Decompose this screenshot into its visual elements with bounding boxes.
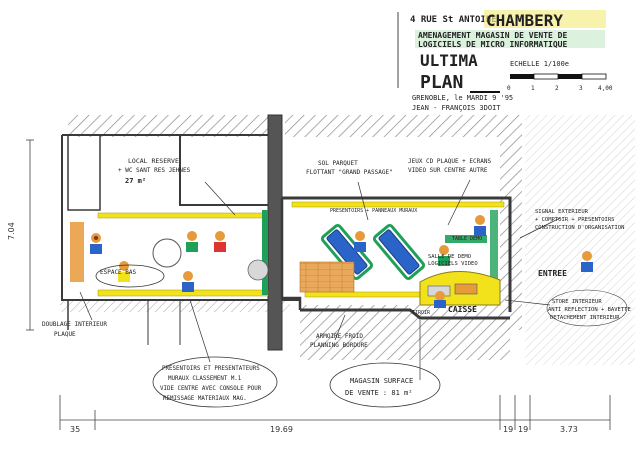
label-signal-3: CONSTRUCTION D'ORGANISATION <box>535 225 624 231</box>
scale-mark-2: 2 <box>555 85 559 92</box>
label-store: STORE INTERIEUR <box>552 299 602 305</box>
label-signal-2: + COMPTOIR + PRESENTOIRS <box>535 217 614 223</box>
dimension-lines <box>26 139 611 430</box>
cashier-counter <box>419 235 501 306</box>
figure-4 <box>182 271 194 292</box>
label-armoire: ARMOIRE FROID <box>316 333 363 340</box>
dim-height-left: 7.04 <box>7 222 16 240</box>
label-presentoirs-top: PRESENTOIRS + PANNEAUX MURAUX <box>330 208 417 214</box>
scale-bar: 0 1 2 3 4,00 <box>507 73 613 92</box>
title-address: 4 RUE St ANTOINE <box>410 15 497 25</box>
callout-store <box>546 289 628 327</box>
label-sol-parquet-2: FLOTTANT "GRAND PASSAGE" <box>306 169 393 176</box>
label-local-reserve-area: 27 m² <box>125 177 146 185</box>
figure-9 <box>581 251 593 272</box>
label-jeux-cd-2: VIDEO SUR CENTRE AUTRE <box>408 167 488 174</box>
title-brand: ULTIMA <box>420 51 478 70</box>
label-salle-demo-2: LOGICIELS VIDEO <box>428 261 478 267</box>
title-place-date: GRENOBLE, le MARDI 9 '95 <box>412 94 513 102</box>
scale-mark-3: 3 <box>579 85 583 92</box>
title-scale: ECHELLE 1/100e <box>510 60 569 68</box>
label-table-demo: TABLE DEMO <box>452 236 482 242</box>
dim-bottom-r1: 19 <box>503 425 513 434</box>
label-salle-demo: SALLE DE DEMO <box>428 254 471 260</box>
figure-8 <box>438 245 450 266</box>
label-sol-parquet: SOL PARQUET <box>318 160 358 167</box>
scale-mark-4: 4,00 <box>598 85 613 92</box>
dim-bottom-r2: 19 <box>518 425 528 434</box>
dim-bottom-mid: 19.69 <box>270 425 293 434</box>
figure-7 <box>474 215 486 236</box>
label-armoire-2: PLANNING BORDURE <box>310 342 368 349</box>
figure-3 <box>214 231 226 252</box>
title-sheet: PLAN <box>420 72 463 93</box>
label-presentoirs-bottom: PRESENTOIRS ET PRESENTATEURS <box>162 366 260 372</box>
label-jeux-cd: JEUX CD PLAQUE + ECRANS <box>408 158 491 165</box>
title-description-1: AMENAGEMENT MAGASIN DE VENTE DE <box>418 31 567 40</box>
display-tables <box>152 223 426 293</box>
figure-10 <box>434 291 446 308</box>
dim-bottom-left: 35 <box>70 425 80 434</box>
title-description-2: LOGICIELS DE MICRO INFORMATIQUE <box>418 40 567 49</box>
title-block: 4 RUE St ANTOINE CHAMBERY AMENAGEMENT MA… <box>397 10 613 112</box>
label-double-plafond: DOUBLAGE INTERIEUR <box>42 321 107 328</box>
figure-6 <box>354 231 366 252</box>
label-signal: SIGNAL EXTERIEUR <box>535 209 589 215</box>
label-store-3: DETACHEMENT INTERIEUR <box>550 315 620 321</box>
label-magasin: MAGASIN SURFACE <box>350 377 413 385</box>
label-presentoirs-bottom-4: REMISSAGE MATERIAUX MAG. <box>163 396 247 402</box>
scale-mark-0: 0 <box>507 85 511 92</box>
figure-5 <box>118 261 130 282</box>
people-figures <box>90 215 593 308</box>
annotations: LOCAL RESERVE + WC SANT RES JEHNES 27 m²… <box>42 157 631 402</box>
label-espace-bas: ESPACE BAS <box>100 269 137 276</box>
scale-mark-1: 1 <box>531 85 535 92</box>
label-tiroir: TIROIR <box>412 310 431 316</box>
label-presentoirs-bottom-3: VIDE CENTRE AVEC CONSOLE POUR <box>160 386 262 392</box>
hatched-walls <box>60 115 635 365</box>
label-presentoirs-bottom-2: MURAUX CLASSEMENT M.1 <box>168 376 242 382</box>
title-city: CHAMBERY <box>486 11 563 30</box>
label-store-2: ANTI REFLECTION + BAVETTE <box>548 307 631 313</box>
figure-2 <box>186 231 198 252</box>
figure-1 <box>90 233 102 254</box>
dim-bottom-right: 3.73 <box>560 425 578 434</box>
label-double-plafond-2: PLAQUE <box>54 331 76 338</box>
label-caisse: CAISSE <box>448 305 477 314</box>
label-local-reserve-2: + WC SANT RES JEHNES <box>118 167 191 174</box>
leader-lines <box>79 179 561 380</box>
title-author: JEAN - FRANÇOIS 3DOIT <box>412 104 501 112</box>
callout-magasin <box>329 362 441 408</box>
label-magasin-2: DE VENTE : 81 m² <box>345 389 412 397</box>
label-local-reserve: LOCAL RESERVE <box>128 157 179 165</box>
callout-bottom-mid <box>152 356 278 408</box>
callout-area-left <box>95 264 165 288</box>
label-entree: ENTREE <box>538 269 567 278</box>
